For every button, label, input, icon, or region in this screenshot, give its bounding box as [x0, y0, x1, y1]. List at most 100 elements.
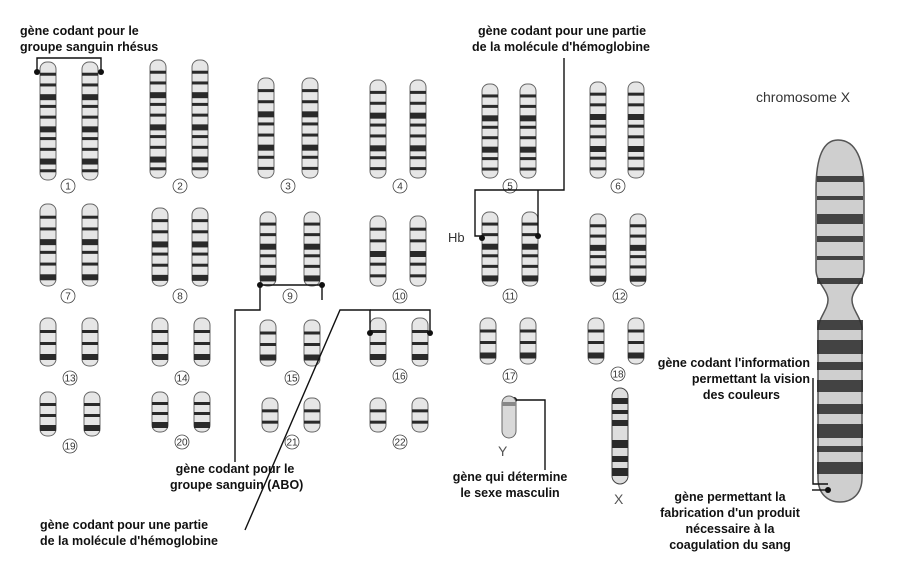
chromosome-20-a	[151, 391, 169, 433]
y-label: Y	[498, 443, 508, 459]
chromosome-number: 21	[286, 438, 298, 449]
chromosome-number-circle	[392, 368, 408, 384]
chromosome-number-circle	[502, 178, 518, 194]
chromosome-3-b	[301, 77, 319, 179]
chromosome-13-a	[39, 317, 57, 367]
chromosome-8-a	[151, 207, 169, 287]
chromosome-number-circle	[502, 288, 518, 304]
chromosome-x-title: chromosome X	[756, 89, 851, 105]
chromosome-18-b	[627, 317, 645, 365]
chromosome-number-circle	[392, 178, 408, 194]
chromosome-2-b	[191, 59, 209, 179]
chromosome-number: 22	[394, 438, 406, 449]
chromosome-1-a	[39, 61, 57, 181]
chromosome-number: 3	[285, 182, 291, 193]
hb-marker: Hb	[448, 230, 465, 245]
chromosome-number: 12	[614, 292, 626, 303]
chromosome-8-b	[191, 207, 209, 287]
chromosome-number-circle	[502, 368, 518, 384]
label-vision-line2: permettant la vision	[691, 372, 810, 386]
chromosome-number-circle	[392, 288, 408, 304]
label-hb-top-line2: de la molécule d'hémoglobine	[472, 40, 651, 54]
chromosome-number: 10	[394, 292, 406, 303]
chromosome-number: 17	[504, 372, 516, 383]
leader-dots	[34, 69, 831, 493]
chromosome-14-a	[151, 317, 169, 367]
chromosome-number-circle	[284, 370, 300, 386]
chromosome-16-b	[411, 317, 429, 367]
chromosome-number: 16	[394, 372, 406, 383]
chromosome-12-b	[629, 213, 647, 287]
chromosome-number: 20	[176, 438, 188, 449]
chromosome-number: 5	[507, 182, 513, 193]
chromosome-number-circle	[60, 288, 76, 304]
chromosome-number-circle	[284, 434, 300, 450]
chromosome-number: 18	[612, 370, 624, 381]
chromosome-16-a	[369, 317, 387, 367]
label-coag-line1: gène permettant la	[674, 490, 786, 504]
chromosome-3-a	[257, 77, 275, 179]
chromosome-number: 11	[505, 292, 516, 303]
chromosome-number: 9	[287, 292, 293, 303]
chromosome-9-b	[303, 211, 321, 287]
label-vision-line3: des couleurs	[702, 388, 780, 402]
label-rhesus-line2: groupe sanguin rhésus	[20, 40, 159, 54]
chromosome-number: 4	[397, 182, 403, 193]
chromosome-13-b	[81, 317, 99, 367]
label-hb-bottom-line1: gène codant pour une partie	[40, 518, 209, 532]
chromosome-number: 13	[64, 374, 76, 385]
chromosome-number-circle	[174, 370, 190, 386]
chromosome-number-circle	[62, 438, 78, 454]
leader-lines	[36, 57, 828, 531]
chromosome-1-b	[81, 61, 99, 181]
label-coag-line2: fabrication d'un produit	[660, 506, 800, 520]
chromosome-20-b	[193, 391, 211, 433]
chromosome-number: 19	[64, 442, 76, 453]
chromosome-6-b	[627, 81, 645, 179]
chromosome-21-b	[303, 397, 321, 433]
chromosome-2-a	[149, 59, 167, 179]
chromosome-19-a	[39, 391, 57, 437]
chromosome-19-b	[83, 391, 101, 437]
label-abo-line1: gène codant pour le	[175, 462, 295, 476]
chromosome-4-b	[409, 79, 427, 179]
chromosome-17-b	[519, 317, 537, 365]
chromosome-5-a	[481, 83, 499, 179]
label-rhesus-line1: gène codant pour le	[20, 24, 139, 38]
chromosome-22-b	[411, 397, 429, 433]
chromosome-number-circle	[280, 178, 296, 194]
label-abo-line2: groupe sanguin (ABO)	[170, 478, 304, 492]
chromosome-number: 15	[286, 374, 298, 385]
chromosome-number-circle	[282, 288, 298, 304]
label-coag-line3: nécessaire à la	[685, 522, 775, 536]
chromosome-number-circle	[172, 178, 188, 194]
chromosome-17-a	[479, 317, 497, 365]
label-hb-top-line1: gène codant pour une partie	[478, 24, 647, 38]
chromosome-number-circle	[174, 434, 190, 450]
chromosome-12-a	[589, 213, 607, 287]
chromosome-7-a	[39, 203, 57, 287]
chromosome-11-a	[481, 211, 499, 287]
chromosome-y	[501, 395, 517, 439]
chromosome-number-circle	[610, 366, 626, 382]
chromosome-number: 7	[65, 292, 71, 303]
chromosome-number: 14	[176, 374, 188, 385]
chromosome-14-b	[193, 317, 211, 367]
chromosome-number: 2	[177, 182, 183, 193]
chromosome-18-a	[587, 317, 605, 365]
chromosome-21-a	[261, 397, 279, 433]
chromosome-number-circle	[392, 434, 408, 450]
chromosome-5-b	[519, 83, 537, 179]
chromosome-22-a	[369, 397, 387, 433]
chromosome-10-a	[369, 215, 387, 287]
label-sex-line1: gène qui détermine	[452, 470, 568, 484]
chromosome-15-b	[303, 319, 321, 367]
chromosome-number: 6	[615, 182, 621, 193]
label-vision-line1: gène codant l'information	[657, 356, 810, 370]
chromosome-15-a	[259, 319, 277, 367]
chromosome-11-b	[521, 211, 539, 287]
chromosome-number: 8	[177, 292, 183, 303]
chromosome-4-a	[369, 79, 387, 179]
label-coag-line4: coagulation du sang	[669, 538, 791, 552]
